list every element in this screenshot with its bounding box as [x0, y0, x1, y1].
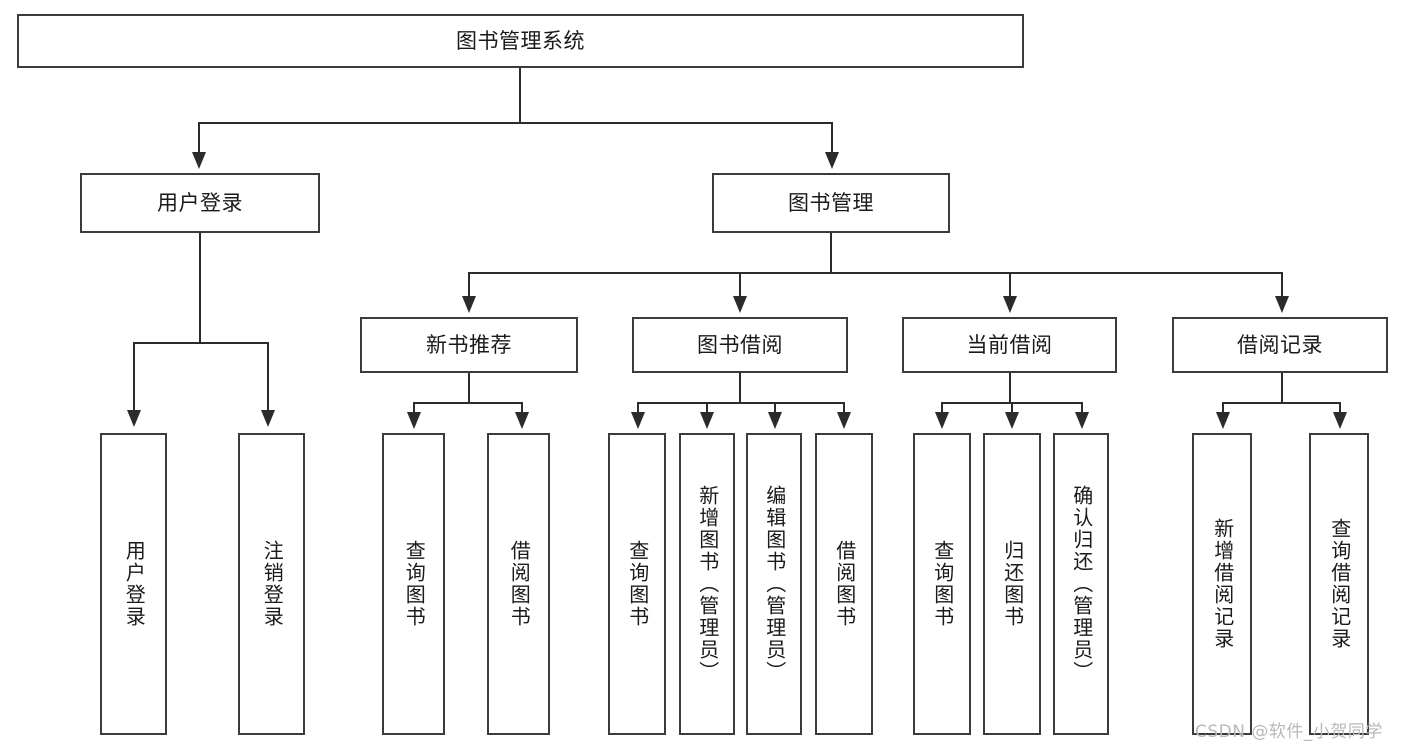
node-label: 图书管理 [788, 190, 874, 215]
node-new-book-recommend[interactable]: 新书推荐 [360, 317, 578, 373]
edge-drop-borrow-record [1281, 272, 1283, 298]
node-leaf-edit-book[interactable]: 编辑图书（管理员） [746, 433, 802, 735]
edge-drop-query-record [1339, 402, 1341, 414]
arrow-borrow-book-1 [515, 412, 529, 429]
arrow-query-record [1333, 412, 1347, 429]
node-leaf-add-book[interactable]: 新增图书（管理员） [679, 433, 735, 735]
edge-book-borrow-bus [637, 402, 843, 404]
arrow-query-book-1 [407, 412, 421, 429]
node-label: 借阅图书 [832, 540, 857, 628]
node-leaf-confirm-return[interactable]: 确认归还（管理员） [1053, 433, 1109, 735]
node-leaf-return-book[interactable]: 归还图书 [983, 433, 1041, 735]
edge-drop-leaf-user-login [133, 342, 135, 412]
node-leaf-query-book-1[interactable]: 查询图书 [382, 433, 445, 735]
node-label: 查询图书 [930, 540, 955, 628]
arrow-confirm-return [1075, 412, 1089, 429]
edge-drop-book-borrow [739, 272, 741, 298]
node-leaf-query-book-2[interactable]: 查询图书 [608, 433, 666, 735]
edge-drop-confirm-return [1081, 402, 1083, 414]
arrow-return-book [1005, 412, 1019, 429]
node-label: 当前借阅 [966, 332, 1053, 357]
node-label: 用户登录 [122, 540, 147, 628]
edge-book-manage-bus [468, 272, 1282, 274]
node-label: 查询借阅记录 [1327, 518, 1352, 650]
csdn-watermark: CSDN @软件_小贺同学 [1195, 722, 1383, 742]
arrow-add-record [1216, 412, 1230, 429]
node-label: 新增图书（管理员） [695, 485, 720, 683]
node-leaf-borrow-book-2[interactable]: 借阅图书 [815, 433, 873, 735]
node-label: 图书借阅 [697, 332, 783, 357]
node-book-borrow[interactable]: 图书借阅 [632, 317, 848, 373]
edge-borrow-record-bus [1222, 402, 1340, 404]
node-label: 用户登录 [157, 190, 243, 215]
edge-current-borrow-stem [1009, 373, 1011, 403]
edge-drop-borrow-book-1 [521, 402, 523, 414]
arrow-leaf-user-login [127, 410, 141, 427]
arrow-borrow-book-2 [837, 412, 851, 429]
node-leaf-logout-login[interactable]: 注销登录 [238, 433, 305, 735]
node-label: 编辑图书（管理员） [762, 485, 787, 683]
arrow-edit-book [768, 412, 782, 429]
edge-drop-new-book [468, 272, 470, 298]
arrow-book-manage [825, 152, 839, 169]
node-label: 注销登录 [260, 540, 285, 628]
arrow-leaf-logout [261, 410, 275, 427]
edge-user-login-stem [199, 233, 201, 343]
edge-drop-query-book-2 [637, 402, 639, 414]
edge-new-book-bus [413, 402, 523, 404]
node-current-borrow[interactable]: 当前借阅 [902, 317, 1117, 373]
node-leaf-query-record[interactable]: 查询借阅记录 [1309, 433, 1369, 735]
node-label: 确认归还（管理员） [1069, 485, 1094, 683]
arrow-add-book [700, 412, 714, 429]
edge-drop-current-borrow [1009, 272, 1011, 298]
edge-drop-borrow-book-2 [843, 402, 845, 414]
arrow-borrow-record [1275, 296, 1289, 313]
edge-book-manage-stem [830, 233, 832, 273]
node-label: 查询图书 [625, 540, 650, 628]
node-root-system[interactable]: 图书管理系统 [17, 14, 1024, 68]
node-label: 新书推荐 [426, 332, 512, 357]
edge-new-book-stem [468, 373, 470, 403]
edge-drop-edit-book [774, 402, 776, 414]
arrow-query-book-2 [631, 412, 645, 429]
arrow-current-borrow [1003, 296, 1017, 313]
edge-book-borrow-stem [739, 373, 741, 403]
node-leaf-query-book-3[interactable]: 查询图书 [913, 433, 971, 735]
edge-borrow-record-stem [1281, 373, 1283, 403]
node-label: 归还图书 [1000, 540, 1025, 628]
arrow-query-book-3 [935, 412, 949, 429]
arrow-user-login [192, 152, 206, 169]
edge-drop-user-login [198, 122, 200, 154]
node-label: 借阅记录 [1237, 332, 1323, 357]
edge-user-login-bus [133, 342, 267, 344]
node-user-login[interactable]: 用户登录 [80, 173, 320, 233]
arrow-new-book-recommend [462, 296, 476, 313]
node-label: 图书管理系统 [456, 28, 585, 53]
edge-drop-return-book [1011, 402, 1013, 414]
edge-root-stem [519, 68, 521, 123]
edge-drop-add-record [1222, 402, 1224, 414]
edge-root-bus [198, 122, 832, 124]
edge-drop-query-book-3 [941, 402, 943, 414]
node-book-manage[interactable]: 图书管理 [712, 173, 950, 233]
node-leaf-user-login[interactable]: 用户登录 [100, 433, 167, 735]
node-label: 新增借阅记录 [1210, 518, 1235, 650]
node-label: 借阅图书 [507, 540, 532, 628]
edge-drop-leaf-logout [267, 342, 269, 412]
node-leaf-borrow-book-1[interactable]: 借阅图书 [487, 433, 550, 735]
edge-drop-query-book-1 [413, 402, 415, 414]
node-label: 查询图书 [402, 540, 427, 628]
node-leaf-add-record[interactable]: 新增借阅记录 [1192, 433, 1252, 735]
node-borrow-record[interactable]: 借阅记录 [1172, 317, 1388, 373]
arrow-book-borrow [733, 296, 747, 313]
edge-drop-book-manage [831, 122, 833, 154]
edge-drop-add-book [706, 402, 708, 414]
